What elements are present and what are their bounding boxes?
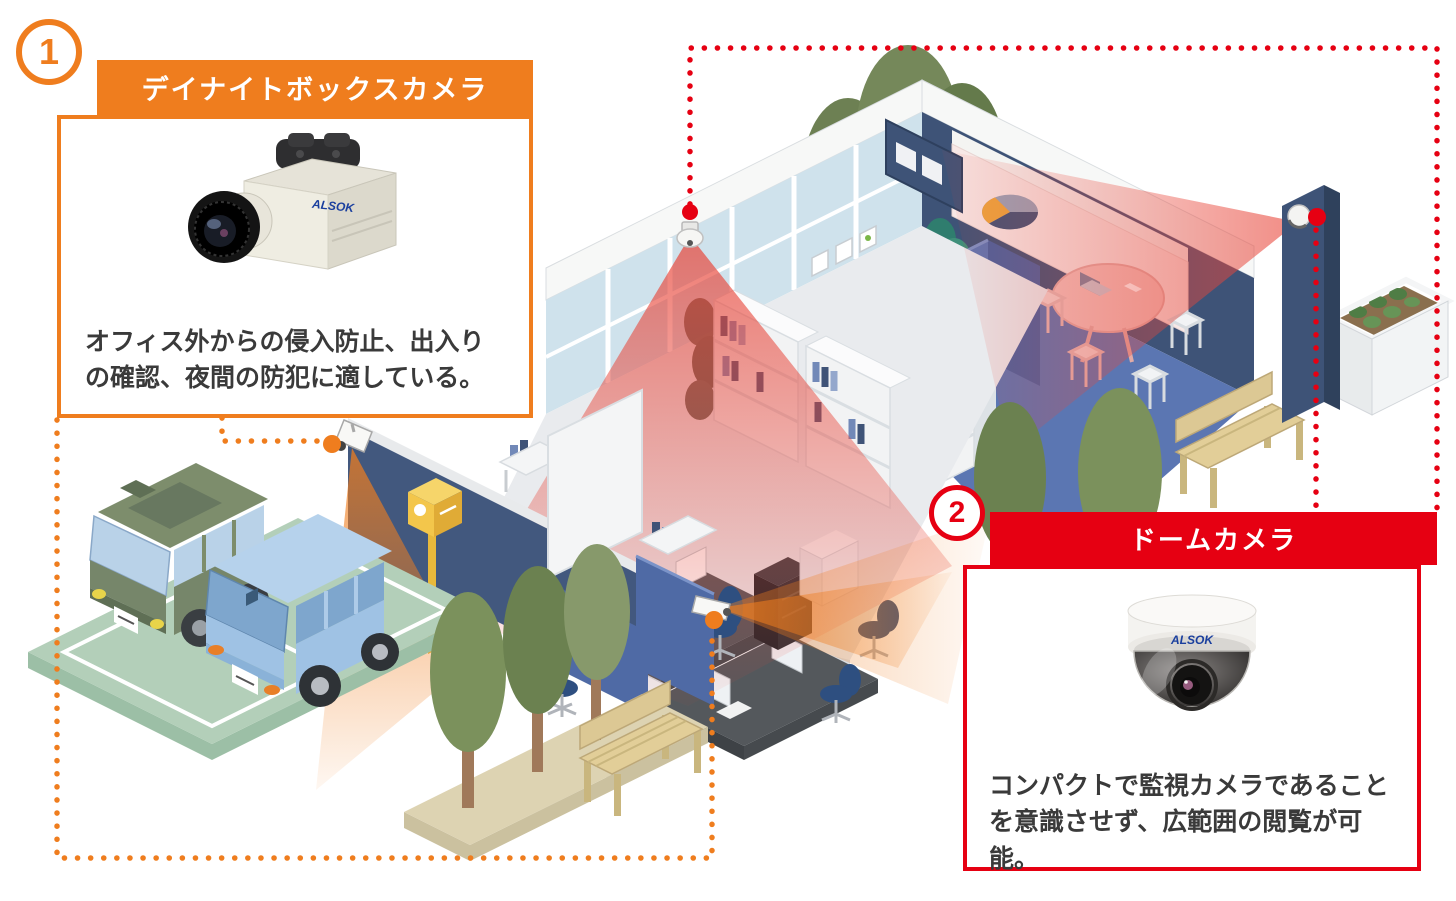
bench-1: [578, 679, 704, 816]
callout-2-description: コンパクトで監視カメラであることを意識させず、広範囲の閲覧が可能。: [989, 772, 1389, 873]
zone-outline-red: [687, 45, 1440, 511]
callout-1-title: デイナイトボックスカメラ: [97, 60, 533, 115]
dome-camera-photo: ALSOK: [1087, 577, 1297, 743]
surveillance-cameras: [323, 204, 1326, 629]
dome-camera-callout: ドームカメラ: [963, 512, 1437, 873]
callout-2-number-badge: 2: [929, 485, 985, 541]
alsok-logo: ALSOK: [1171, 633, 1213, 647]
planter-box: [1323, 276, 1455, 416]
daynight-box-camera-callout: デイナイトボックスカメラ: [57, 60, 533, 418]
callout-2-title: ドームカメラ: [990, 512, 1437, 565]
callout-1-number-badge: 1: [16, 19, 82, 85]
callout-1-description: オフィス外からの侵入防止、出入りの確認、夜間の防犯に適している。: [85, 328, 485, 393]
box-camera-partition: [691, 595, 731, 629]
dome-camera-entrance: [1287, 204, 1326, 229]
dome-camera-drawing: [1127, 594, 1257, 711]
box-camera-drawing: [188, 133, 397, 270]
zone-outline-orange: [54, 415, 715, 861]
box-camera-photo: ALSOK: [160, 129, 430, 297]
callout-1-body: ALSOK オフィス外からの侵入防止、出入りの確認、夜間の防犯に適している。: [57, 115, 533, 418]
badge-2-number: 2: [948, 496, 966, 529]
callout-2-body: ALSOK コンパクトで監視カメラであることを意識させず、広範囲の閲覧が可能。: [963, 565, 1421, 873]
camera-cone-partition: [718, 516, 990, 704]
box-camera-outdoor: [323, 419, 373, 453]
blue-van: [205, 514, 399, 707]
bench-2: [1174, 370, 1306, 508]
badge-1-number: 1: [38, 31, 60, 72]
wall-picture-frames: [811, 224, 877, 278]
dome-camera-ceiling: [676, 204, 704, 248]
